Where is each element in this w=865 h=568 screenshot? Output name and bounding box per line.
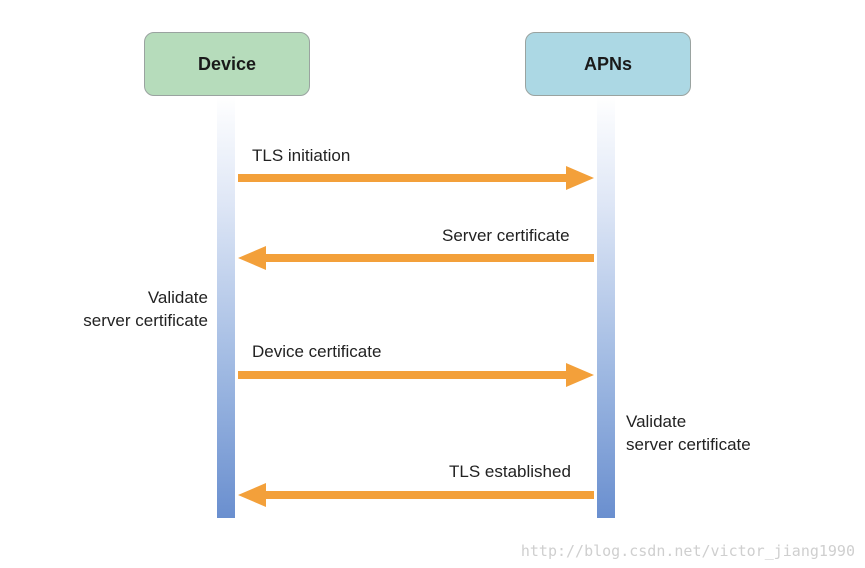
device-lifeline <box>217 96 235 518</box>
device-actor-label: Device <box>197 53 257 74</box>
apns-validate-note: Validate server certificate <box>626 410 751 456</box>
apns-validate-note-line1: Validate <box>626 412 687 431</box>
device-validate-note-line1: Validate <box>147 288 208 307</box>
apns-validate-note-line2: server certificate <box>626 435 751 454</box>
message-arrow-tls-initiation <box>238 166 594 190</box>
watermark-url: http://blog.csdn.net/victor_jiang1990 <box>520 542 855 560</box>
device-actor-box: Device <box>144 32 310 96</box>
apns-lifeline <box>597 96 615 518</box>
message-label-device-certificate: Device certificate <box>252 342 382 361</box>
message-label-tls-initiation: TLS initiation <box>252 146 351 165</box>
apns-actor-label: APNs <box>583 53 632 74</box>
message-arrow-tls-established <box>238 483 594 507</box>
message-arrow-server-certificate <box>238 246 594 270</box>
apns-actor-box: APNs <box>525 32 691 96</box>
device-validate-note: Validate server certificate <box>70 286 208 332</box>
message-label-server-certificate: Server certificate <box>442 226 570 245</box>
message-arrow-device-certificate <box>238 363 594 387</box>
device-validate-note-line2: server certificate <box>83 311 208 330</box>
message-label-tls-established: TLS established <box>449 462 571 481</box>
